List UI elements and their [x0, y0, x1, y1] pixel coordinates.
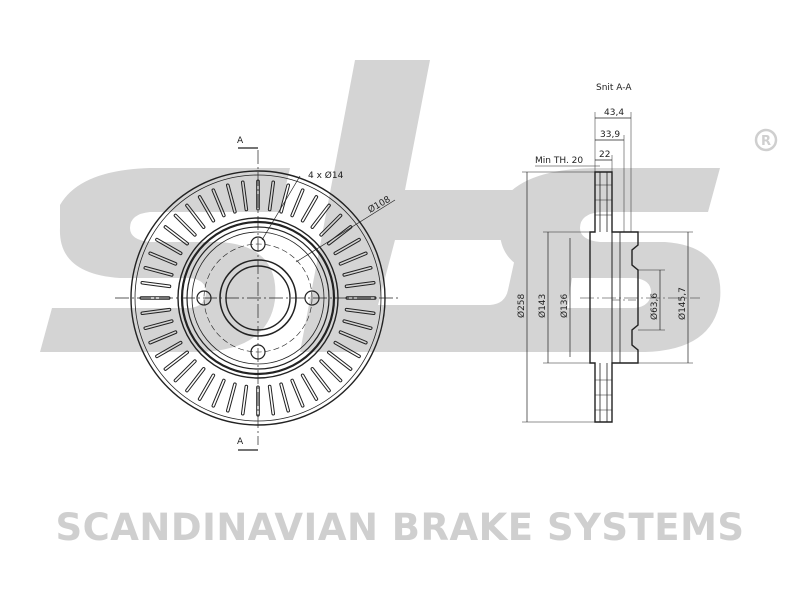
- vent-slot: [140, 280, 172, 289]
- dim-overall-thickness: 43,4: [604, 108, 624, 118]
- vent-slot: [173, 213, 197, 237]
- vent-slot: [279, 183, 291, 214]
- section-title: Snit A-A: [596, 83, 632, 93]
- section-view: [522, 112, 700, 423]
- vent-slot: [300, 195, 319, 223]
- vent-slot: [163, 350, 189, 371]
- vent-slot: [143, 265, 174, 277]
- vent-slot: [139, 296, 171, 300]
- hub-ring-outer: [180, 220, 336, 376]
- vent-slot: [319, 359, 343, 383]
- vent-slot: [225, 382, 237, 413]
- logo-letter-b: [300, 60, 576, 352]
- vent-slot: [256, 385, 260, 417]
- vent-slot: [333, 237, 361, 256]
- label-diameter-136: Ø136: [559, 293, 570, 318]
- bolt-hole-right: [304, 290, 320, 306]
- bolt-holes-label: 4 x Ø14: [308, 170, 344, 181]
- vent-slot: [300, 373, 319, 401]
- registered-mark-letter: R: [761, 134, 771, 149]
- vent-slot: [327, 350, 353, 371]
- center-bore: [225, 265, 291, 331]
- ventilation-slots: [139, 179, 377, 417]
- vent-slot: [267, 384, 276, 416]
- vent-slot: [173, 359, 197, 383]
- vent-slot: [333, 340, 361, 359]
- vent-slot: [327, 225, 353, 246]
- dim-min-thickness: Min TH. 20: [535, 156, 583, 166]
- vent-slot: [148, 251, 178, 266]
- pitch-circle-leader: [295, 199, 396, 263]
- vent-slot: [290, 188, 305, 218]
- vent-slot: [240, 384, 249, 416]
- brand-name: SCANDINAVIAN BRAKE SYSTEMS: [55, 506, 745, 549]
- vent-slot: [345, 296, 377, 300]
- bolt-hole-leader: [261, 175, 301, 241]
- vent-slot: [338, 251, 368, 266]
- disc-outer-rim-inner: [134, 174, 382, 422]
- vent-slot: [163, 225, 189, 246]
- label-center-bore: Ø63,6: [649, 293, 660, 320]
- hub-ring: [186, 226, 330, 370]
- vent-slot: [211, 188, 226, 218]
- dim-hub-depth: 33,9: [600, 130, 620, 140]
- bolt-hole-bottom: [250, 344, 266, 360]
- disc-section-profile: [589, 171, 639, 423]
- front-view: [115, 147, 400, 451]
- vent-slot: [344, 280, 376, 289]
- vent-slot: [290, 378, 305, 408]
- disc-outer-rim: [130, 170, 386, 426]
- label-diameter-143: Ø143: [537, 294, 548, 318]
- vent-slot: [185, 367, 206, 393]
- vent-slot: [225, 183, 237, 214]
- vent-slot: [155, 237, 183, 256]
- vent-slot: [338, 330, 368, 345]
- vent-slot: [155, 340, 183, 359]
- section-mark-top: A: [237, 136, 244, 146]
- vent-slot: [310, 367, 331, 393]
- vent-slot: [185, 203, 206, 229]
- vent-slot: [240, 180, 249, 212]
- vent-slot: [197, 195, 216, 223]
- vent-slot: [279, 382, 291, 413]
- vent-slot: [310, 203, 331, 229]
- vent-slot: [342, 265, 373, 277]
- vent-slot: [319, 213, 343, 237]
- bolt-hole-left: [196, 290, 212, 306]
- vent-slot: [140, 307, 172, 316]
- hub-flange: [191, 231, 325, 365]
- vent-slot: [143, 319, 174, 331]
- vent-slot: [344, 307, 376, 316]
- vent-slot: [148, 330, 178, 345]
- dim-disc-thickness: 22: [599, 150, 610, 160]
- registered-trademark-icon: R: [754, 128, 778, 152]
- vent-slot: [342, 319, 373, 331]
- vent-slot: [256, 179, 260, 211]
- bolt-hole-top: [250, 236, 266, 252]
- pitch-circle: [203, 243, 313, 353]
- center-bore-outer: [219, 259, 297, 337]
- vent-slot: [197, 373, 216, 401]
- vent-slot: [267, 180, 276, 212]
- vent-slot: [211, 378, 226, 408]
- section-mark-bottom: A: [237, 437, 244, 447]
- label-outer-diameter: Ø258: [516, 293, 527, 318]
- friction-inner-edge: [177, 217, 339, 379]
- label-hub-diameter: Ø145,7: [677, 287, 688, 320]
